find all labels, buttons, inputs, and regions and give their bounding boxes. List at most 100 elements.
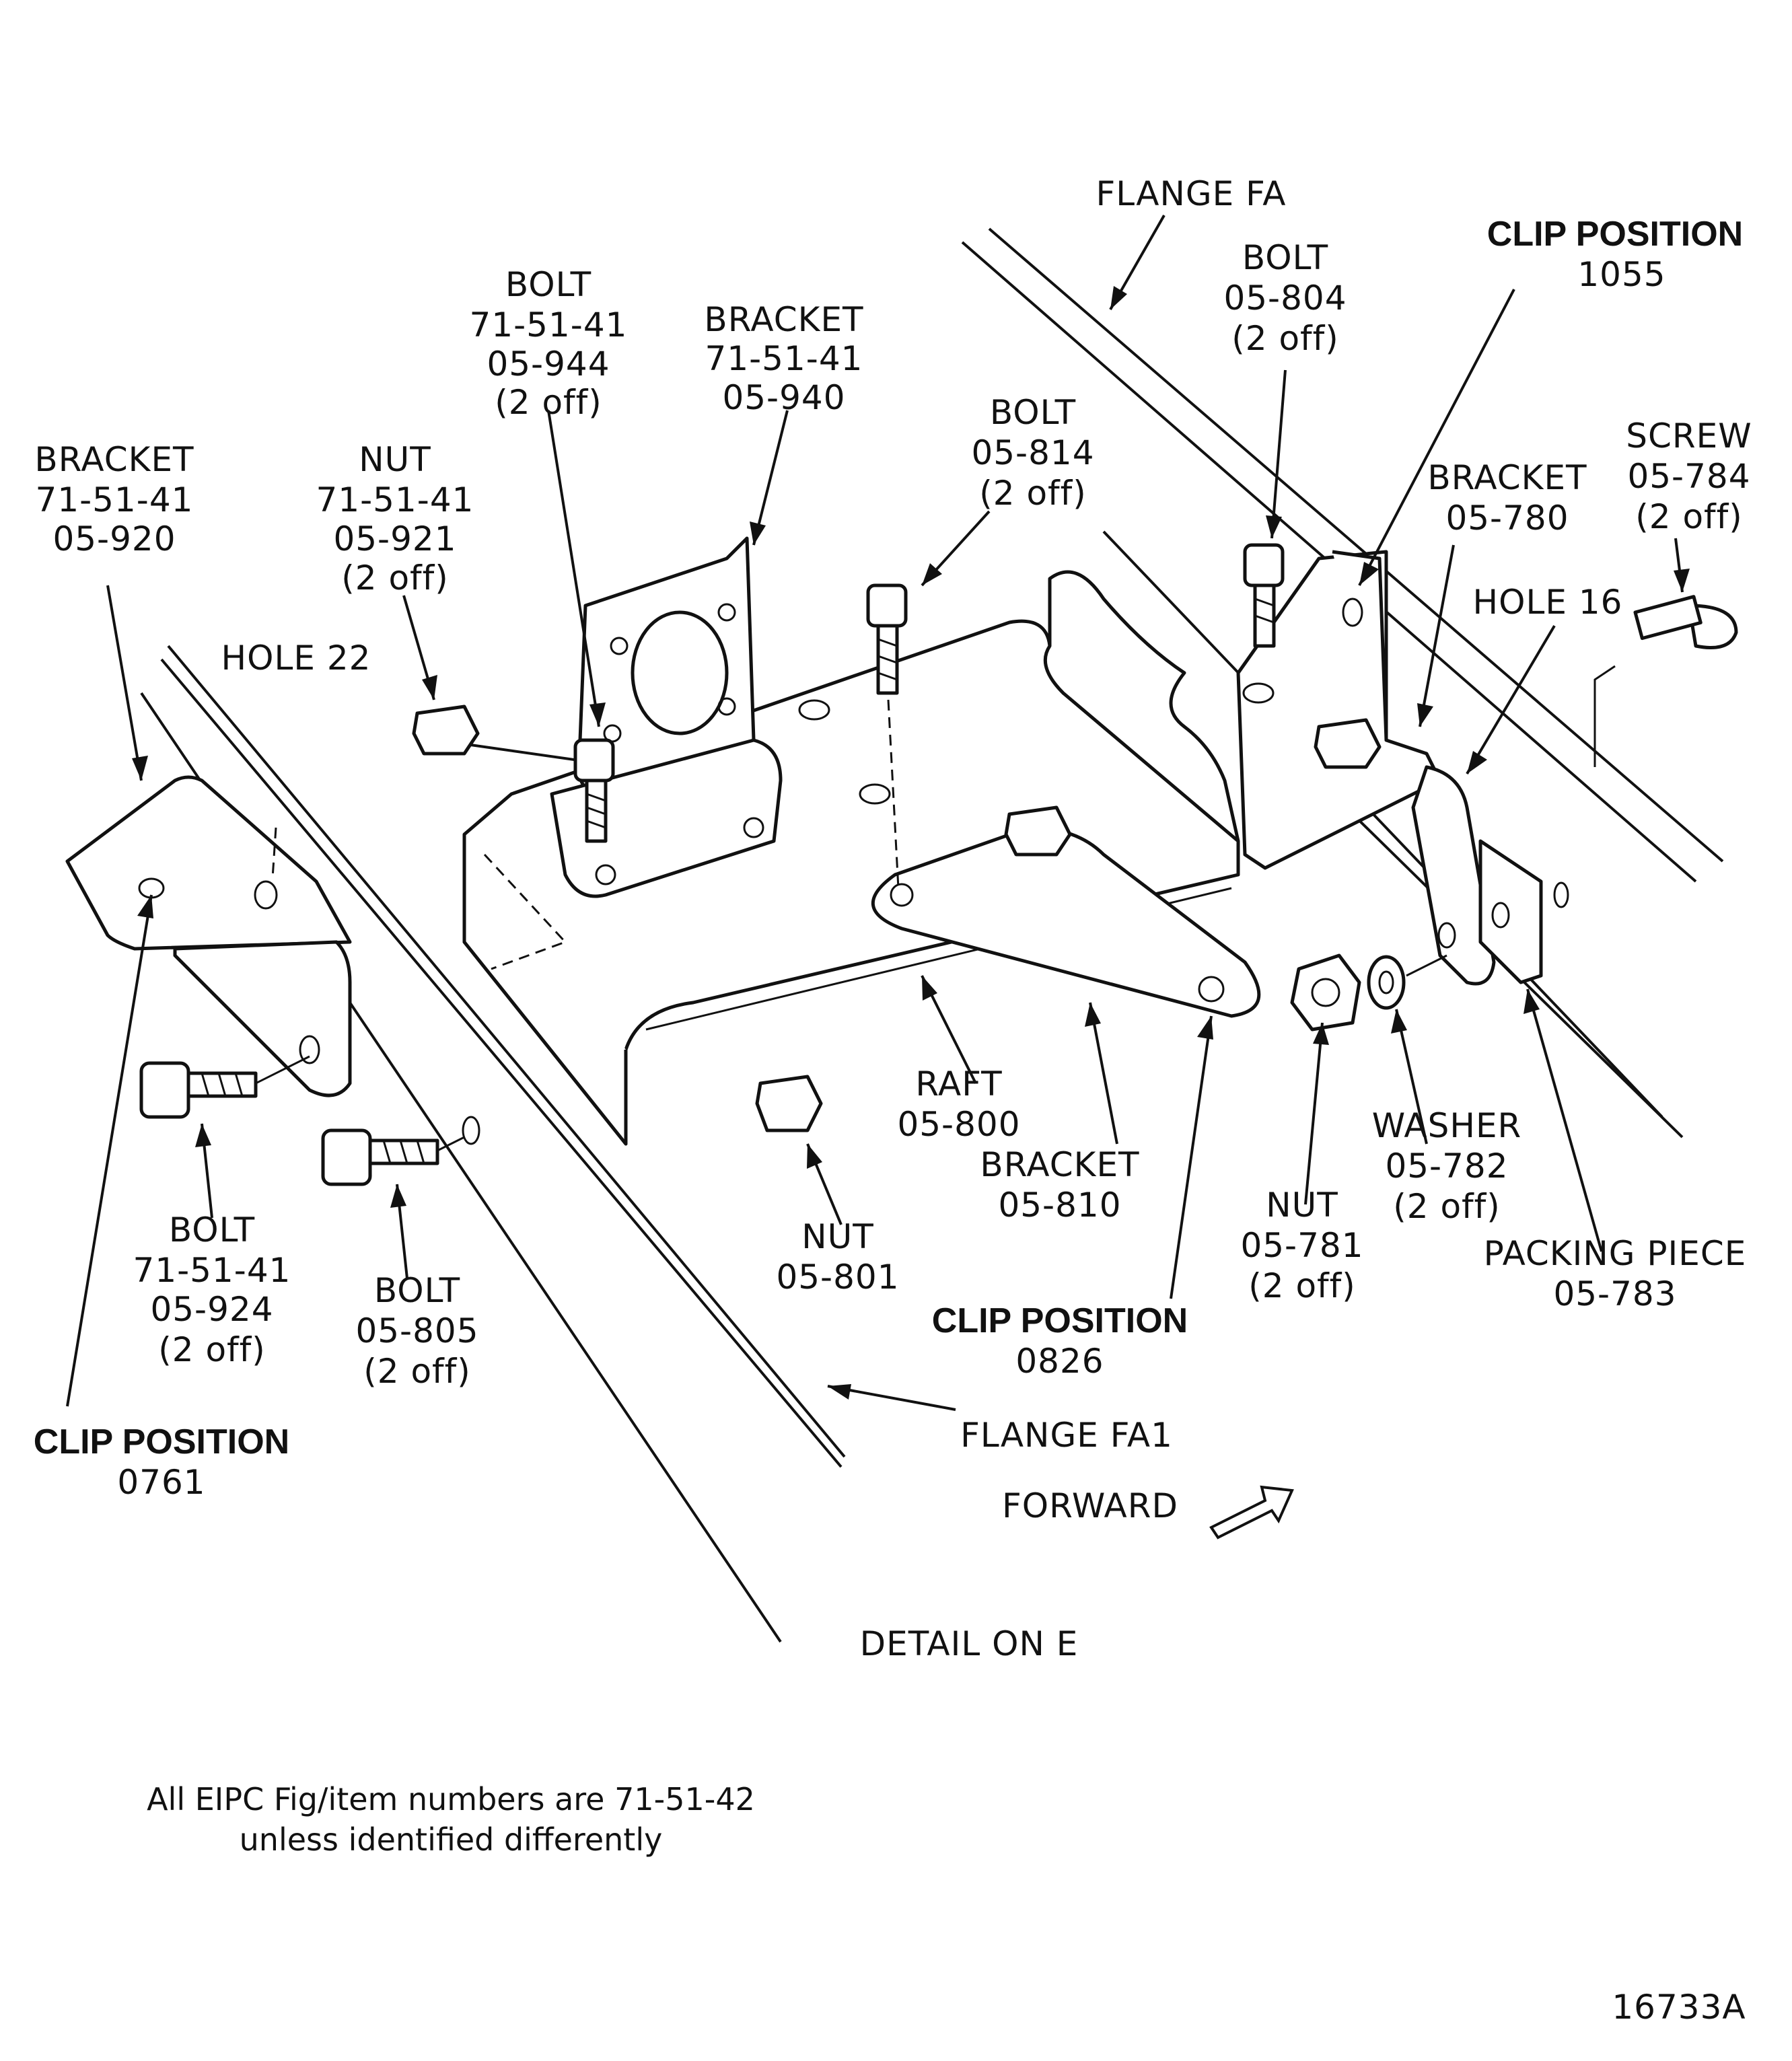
svg-text:FORWARD: FORWARD — [1002, 1486, 1178, 1525]
svg-text:BOLT: BOLT — [505, 265, 592, 304]
svg-text:(2 off): (2 off) — [495, 383, 602, 422]
svg-text:71-51-41: 71-51-41 — [316, 480, 474, 519]
svg-text:05-924: 05-924 — [150, 1290, 273, 1329]
bolt-05-805 — [321, 1116, 480, 1186]
nut-bracket-05-780 — [1314, 718, 1382, 769]
svg-text:BOLT: BOLT — [169, 1210, 255, 1250]
svg-text:HOLE 16: HOLE 16 — [1473, 583, 1623, 622]
svg-text:1055: 1055 — [1577, 255, 1665, 294]
svg-text:PACKING PIECE: PACKING PIECE — [1484, 1234, 1747, 1273]
svg-text:CLIP POSITION: CLIP POSITION — [34, 1422, 289, 1461]
svg-text:(2 off): (2 off) — [363, 1352, 471, 1391]
nut-05-810-top — [1004, 805, 1072, 857]
svg-text:05-801: 05-801 — [776, 1258, 899, 1297]
svg-text:05-782: 05-782 — [1385, 1147, 1508, 1186]
svg-text:BRACKET: BRACKET — [704, 300, 863, 339]
svg-text:(2 off): (2 off) — [158, 1330, 266, 1369]
detail-title: DETAIL ON E — [860, 1624, 1079, 1663]
svg-text:05-920: 05-920 — [52, 519, 176, 558]
svg-text:BOLT: BOLT — [374, 1271, 460, 1310]
svg-text:(2 off): (2 off) — [979, 474, 1087, 513]
label-bolt-05-804: BOLT 05-804 (2 off) — [1223, 238, 1347, 358]
svg-text:05-805: 05-805 — [355, 1311, 478, 1350]
label-nut-05-781: NUT 05-781 (2 off) — [1240, 1186, 1363, 1305]
bolt-05-944 — [573, 738, 615, 843]
svg-text:05-814: 05-814 — [971, 433, 1094, 472]
bolt-05-814 — [866, 583, 908, 889]
packing-piece-05-783 — [1478, 839, 1569, 984]
svg-text:71-51-41: 71-51-41 — [705, 339, 863, 378]
label-hole-22: HOLE 22 — [221, 639, 371, 678]
label-bolt-05-944: BOLT 71-51-41 05-944 (2 off) — [470, 265, 628, 422]
bracket-05-920 — [65, 775, 352, 1097]
label-packing-piece-05-783: PACKING PIECE 05-783 — [1484, 1234, 1747, 1313]
label-raft-05-800: RAFT 05-800 — [897, 1064, 1019, 1144]
svg-text:71-51-41: 71-51-41 — [36, 480, 194, 519]
label-washer-05-782: WASHER 05-782 (2 off) — [1372, 1106, 1522, 1226]
label-bracket-05-810: BRACKET 05-810 — [980, 1145, 1139, 1225]
note-line-1: All EIPC Fig/item numbers are 71-51-42 — [147, 1781, 755, 1817]
label-nut-05-921: NUT 71-51-41 05-921 (2 off) — [316, 440, 474, 598]
svg-text:05-780: 05-780 — [1445, 499, 1569, 538]
label-flange-fa: FLANGE FA — [1096, 174, 1287, 213]
svg-text:HOLE 22: HOLE 22 — [221, 639, 371, 678]
svg-text:05-784: 05-784 — [1627, 457, 1750, 496]
bolt-05-924 — [139, 1055, 310, 1119]
nut-05-781 — [1290, 953, 1361, 1032]
nut-05-921 — [412, 704, 480, 756]
svg-text:NUT: NUT — [801, 1217, 874, 1256]
svg-text:NUT: NUT — [359, 440, 431, 479]
svg-text:05-940: 05-940 — [722, 378, 845, 417]
drawing-number: 16733A — [1612, 1988, 1746, 2027]
svg-text:CLIP POSITION: CLIP POSITION — [932, 1301, 1188, 1340]
svg-text:BOLT: BOLT — [990, 393, 1076, 432]
svg-text:05-810: 05-810 — [998, 1186, 1121, 1225]
svg-text:05-921: 05-921 — [333, 519, 456, 558]
svg-text:CLIP POSITION: CLIP POSITION — [1487, 215, 1743, 254]
svg-text:BRACKET: BRACKET — [34, 440, 194, 479]
nut-05-801 — [755, 1075, 823, 1132]
svg-text:RAFT: RAFT — [915, 1064, 1002, 1104]
leader-lines — [66, 215, 1690, 1411]
svg-text:BOLT: BOLT — [1242, 238, 1328, 277]
screw-05-784 — [1593, 595, 1738, 767]
svg-text:(2 off): (2 off) — [341, 558, 449, 598]
svg-text:BRACKET: BRACKET — [980, 1145, 1139, 1184]
bracket-05-780 — [1236, 550, 1496, 986]
washer-05-782 — [1367, 954, 1447, 1010]
svg-text:71-51-41: 71-51-41 — [133, 1251, 291, 1290]
svg-text:WASHER: WASHER — [1372, 1106, 1522, 1145]
forward-arrow-icon — [1209, 1485, 1294, 1540]
label-bolt-05-924: BOLT 71-51-41 05-924 (2 off) — [133, 1210, 291, 1369]
svg-text:FLANGE FA: FLANGE FA — [1096, 174, 1287, 213]
label-clip-position-0761: CLIP POSITION 0761 — [34, 1422, 289, 1502]
label-screw-05-784: SCREW 05-784 (2 off) — [1626, 417, 1752, 536]
label-clip-position-0826: CLIP POSITION 0826 — [932, 1301, 1188, 1381]
label-flange-fa1: FLANGE FA1 — [960, 1416, 1173, 1455]
svg-text:05-804: 05-804 — [1223, 279, 1347, 318]
svg-text:05-944: 05-944 — [487, 345, 610, 384]
svg-text:BRACKET: BRACKET — [1427, 458, 1587, 497]
svg-text:(2 off): (2 off) — [1231, 319, 1339, 358]
svg-text:0761: 0761 — [117, 1463, 205, 1502]
svg-text:NUT: NUT — [1266, 1186, 1338, 1225]
bolt-05-804 — [1243, 543, 1285, 648]
svg-text:SCREW: SCREW — [1626, 417, 1752, 456]
svg-text:(2 off): (2 off) — [1635, 497, 1743, 536]
svg-text:05-783: 05-783 — [1553, 1274, 1676, 1313]
label-nut-05-801: NUT 05-801 — [776, 1217, 899, 1297]
svg-text:FLANGE FA1: FLANGE FA1 — [960, 1416, 1173, 1455]
svg-text:71-51-41: 71-51-41 — [470, 305, 628, 345]
svg-text:(2 off): (2 off) — [1393, 1187, 1501, 1226]
label-hole-16: HOLE 16 — [1473, 583, 1623, 622]
label-bracket-05-780: BRACKET 05-780 — [1427, 458, 1587, 538]
label-clip-position-1055: CLIP POSITION 1055 — [1487, 215, 1743, 294]
svg-text:(2 off): (2 off) — [1248, 1266, 1356, 1305]
label-bracket-05-940: BRACKET 71-51-41 05-940 — [704, 300, 863, 417]
label-bracket-05-920: BRACKET 71-51-41 05-920 — [34, 440, 194, 558]
label-bolt-05-805: BOLT 05-805 (2 off) — [355, 1271, 478, 1391]
label-bolt-05-814: BOLT 05-814 (2 off) — [971, 393, 1094, 513]
svg-text:05-781: 05-781 — [1240, 1226, 1363, 1265]
label-forward: FORWARD — [1002, 1486, 1178, 1525]
